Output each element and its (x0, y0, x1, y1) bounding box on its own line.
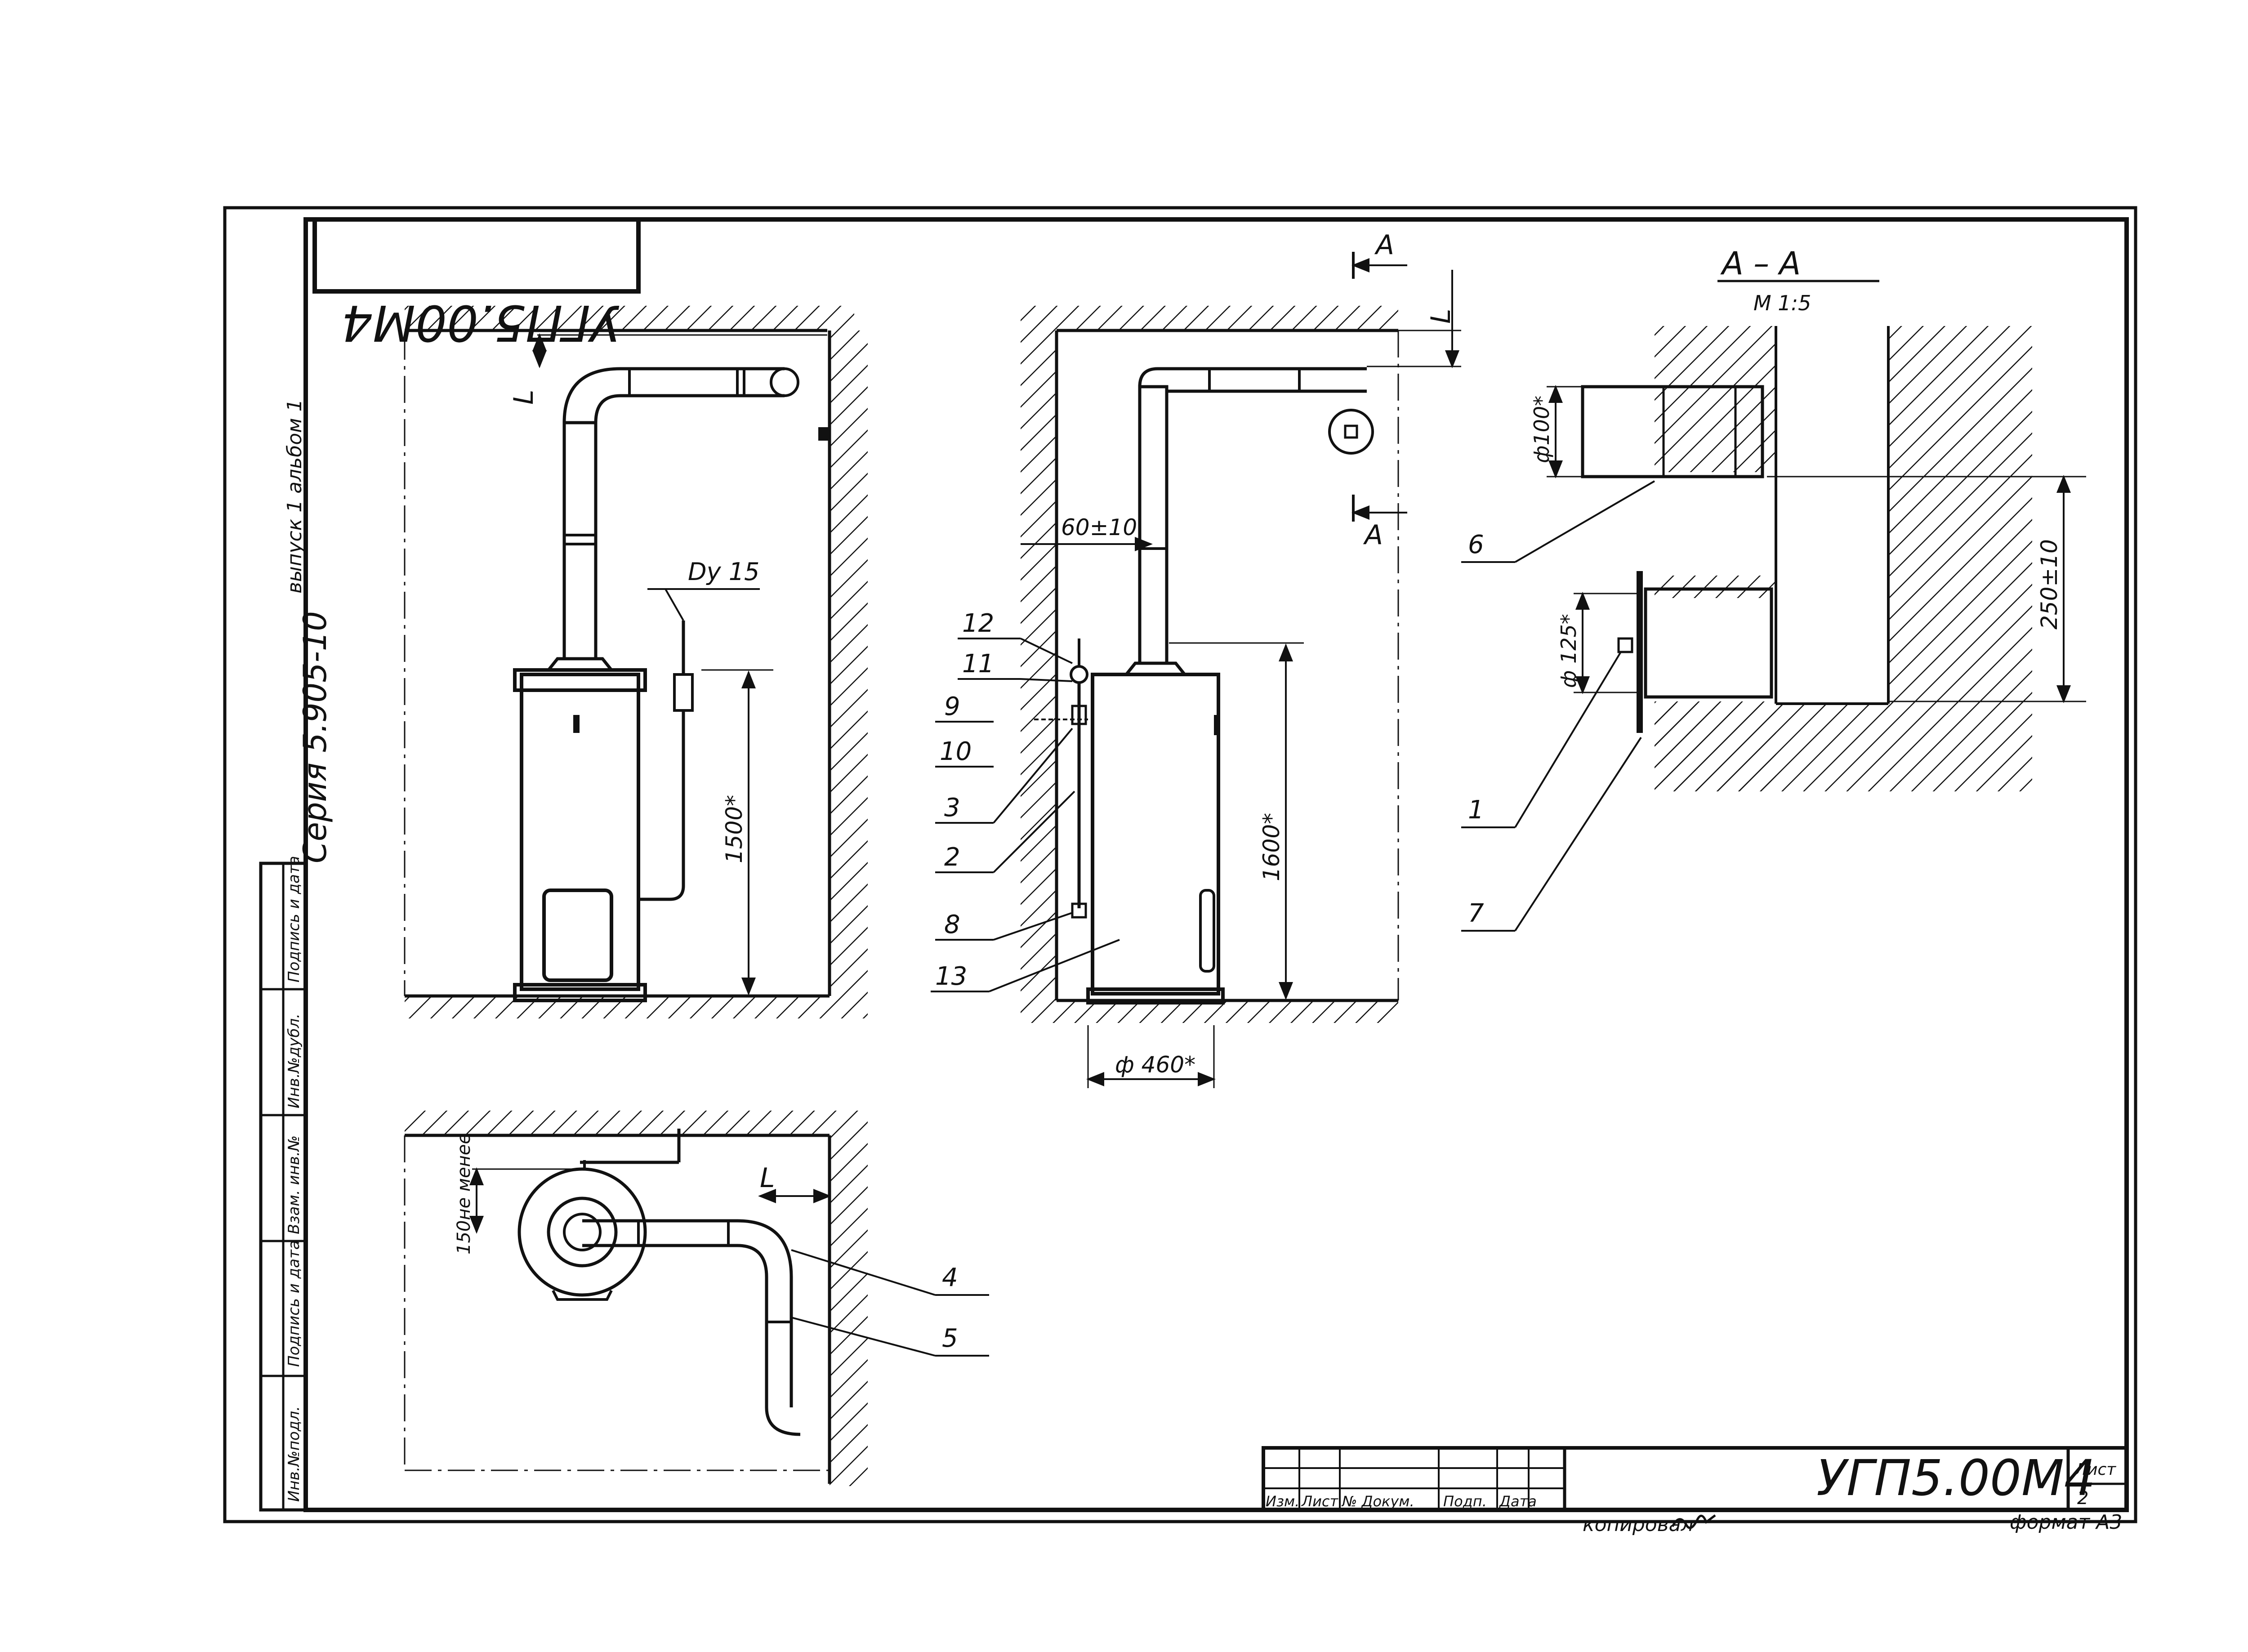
side-diameter-dim: ф 460* (1115, 1052, 1195, 1078)
side-stamp-4: Инв.№дубл. (285, 1014, 303, 1108)
side-stamp: Инв.№подл. Подпись и дата Взам. инв.№ Ин… (259, 856, 308, 1512)
series-label: Серия 5.905-10 (297, 611, 334, 863)
plan-l-dim: L (760, 1162, 775, 1194)
side-stamp-5: Подпись и дата (285, 856, 303, 982)
side-stamp-1: Инв.№подл. (285, 1406, 303, 1502)
callout-13: 13 (935, 962, 967, 991)
tb-col-doc: № Докум. (1341, 1493, 1414, 1510)
side-height-dim: 1600* (1258, 813, 1285, 881)
callout-8: 8 (944, 910, 960, 939)
plan-view: 150не менее L 4 5 (404, 1111, 989, 1486)
side-offset-dim: 60±10 (1061, 514, 1137, 540)
sheet-number: 2 (2077, 1488, 2088, 1509)
side-stamp-3: Взам. инв.№ (285, 1135, 303, 1234)
plan-clearance-dim: 150не менее (454, 1133, 474, 1255)
sheet-label: Лист (2074, 1460, 2116, 1479)
signature (1671, 1514, 1716, 1529)
tb-col-date: Дата (1499, 1493, 1537, 1510)
section-title: А – А (1720, 245, 1801, 282)
tb-col-list: Лист (1301, 1493, 1338, 1510)
tb-col-izm: Изм. (1266, 1493, 1299, 1510)
section-height-dim: 250±10 (2036, 539, 2062, 630)
side-l-dim: L (1425, 309, 1457, 324)
side-callouts: 12 11 9 10 3 2 8 13 (931, 609, 1120, 992)
callout-1: 1 (1468, 795, 1484, 825)
front-pipe-label: Dy 15 (688, 558, 759, 586)
callout-5: 5 (942, 1324, 958, 1353)
section-mark-bottom: A (1363, 519, 1383, 551)
issue-label: выпуск 1 альбом 1 (283, 399, 306, 594)
format-label: формат А3 (2010, 1511, 2122, 1534)
side-stamp-2: Подпись и дата (285, 1240, 303, 1367)
front-l-dim: L (508, 390, 540, 405)
callout-11: 11 (962, 649, 994, 679)
section-scale: М 1:5 (1753, 291, 1811, 315)
callout-6: 6 (1468, 530, 1484, 559)
tb-col-sign: Подп. (1443, 1493, 1487, 1510)
callout-4: 4 (942, 1263, 958, 1292)
section-flange-dim: ф 125* (1557, 614, 1581, 688)
front-height-dim: 1500* (721, 795, 747, 863)
title-designation: УГП5.00М4 (1816, 1449, 2096, 1507)
title-block: Изм. Лист № Докум. Подп. Дата УГП5.00М4 … (1262, 1446, 2128, 1536)
outer-border (223, 206, 2137, 1523)
section-pipe-dim: ф100* (1530, 396, 1554, 463)
inner-frame (303, 217, 2129, 1512)
callout-10: 10 (940, 737, 972, 766)
copied-by: копировал (1583, 1513, 1694, 1536)
callout-2: 2 (944, 843, 960, 872)
section-a-a: А – А М 1:5 ф100* ф 125* 250±10 (1461, 245, 2086, 932)
callout-12: 12 (962, 609, 994, 638)
callout-3: 3 (944, 793, 960, 822)
front-view: Dy 15 1500* L (404, 306, 868, 1018)
side-view: 60±10 1600* ф 460* A A L 12 11 9 (931, 229, 1461, 1088)
section-mark-top: A (1374, 229, 1394, 261)
callout-7: 7 (1468, 899, 1484, 928)
callout-9: 9 (944, 692, 960, 721)
